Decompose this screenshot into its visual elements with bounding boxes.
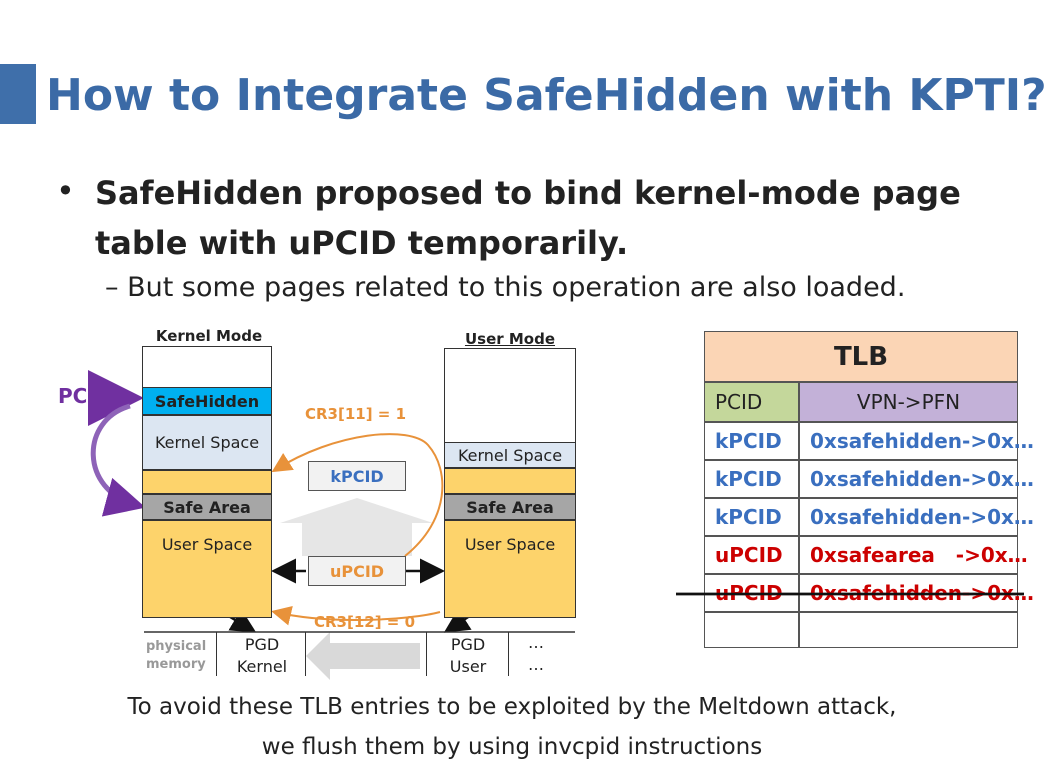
pgd-user-line2: User bbox=[449, 657, 487, 676]
tlb-row-3-mapping: 0xsafehidden->0x… bbox=[799, 498, 1034, 536]
tlb-row-6-pcid bbox=[704, 612, 799, 648]
tlb-row-3-pcid: kPCID bbox=[704, 498, 799, 536]
kernel-safe-area-region: Safe Area bbox=[142, 494, 272, 520]
switch-up-arrow bbox=[280, 498, 433, 556]
pc-label: PC bbox=[58, 384, 88, 408]
kernel-kernel-space-region: Kernel Space bbox=[142, 415, 272, 470]
memory-ellipsis-2: … bbox=[528, 655, 544, 674]
tlb-row-2-pcid: kPCID bbox=[704, 460, 799, 498]
user-user-space-region: User Space bbox=[444, 520, 576, 618]
user-mode-title: User Mode bbox=[464, 330, 556, 348]
kernel-safehidden-region: SafeHidden bbox=[142, 387, 272, 415]
sub-bullet: – But some pages related to this operati… bbox=[105, 272, 906, 303]
slide-title: How to Integrate SafeHidden with KPTI? bbox=[46, 70, 1047, 121]
cr3-clear-arrow bbox=[271, 605, 441, 626]
pgd-user-line1: PGD bbox=[450, 635, 486, 654]
cr3-set-label: CR3[11] = 1 bbox=[305, 405, 407, 423]
tlb-header-pcid: PCID bbox=[704, 382, 799, 422]
physical-memory-label: physical memory bbox=[146, 638, 206, 674]
tlb-title: TLB bbox=[704, 331, 1018, 382]
pc-jump-arrow bbox=[90, 403, 146, 517]
tlb-row-5-mapping: 0xsafehidden->0x… bbox=[799, 574, 1034, 612]
pgd-divider-4 bbox=[508, 632, 509, 676]
user-safe-area-region: Safe Area bbox=[444, 494, 576, 520]
bullet-marker: • bbox=[56, 172, 75, 210]
caption-line-2: we flush them by using invcpid instructi… bbox=[261, 734, 763, 760]
pgd-kernel-box: PGD Kernel bbox=[220, 634, 304, 678]
pgd-divider-1 bbox=[216, 632, 217, 676]
pgd-divider-3 bbox=[426, 632, 427, 676]
pgd-kernel-line2: Kernel bbox=[236, 657, 288, 676]
sub-bullet-text: But some pages related to this operation… bbox=[127, 272, 906, 303]
pgd-divider-2 bbox=[305, 632, 306, 676]
pgd-user-box: PGD User bbox=[428, 634, 508, 678]
tlb-header-mapping: VPN->PFN bbox=[799, 382, 1018, 422]
title-accent-bar bbox=[0, 64, 36, 124]
pgd-kernel-line1: PGD bbox=[244, 635, 280, 654]
memory-ellipsis-1: … bbox=[528, 633, 544, 652]
tlb-row-4-pcid: uPCID bbox=[704, 536, 799, 574]
tlb-row-1-pcid: kPCID bbox=[704, 422, 799, 460]
cr3-clear-label: CR3[12] = 0 bbox=[314, 613, 416, 631]
user-kernel-space-region: Kernel Space bbox=[444, 442, 576, 468]
upcid-box: uPCID bbox=[308, 556, 406, 586]
tlb-row-1-mapping: 0xsafehidden->0x… bbox=[799, 422, 1034, 460]
physical-memory-line2: memory bbox=[146, 657, 206, 672]
cr3-set-arrow bbox=[271, 433, 444, 557]
user-yellow-gap bbox=[444, 468, 576, 494]
tlb-row-2-mapping: 0xsafehidden->0x… bbox=[799, 460, 1034, 498]
caption-line-1: To avoid these TLB entries to be exploit… bbox=[127, 694, 897, 720]
tlb-row-4-mapping: 0xsafearea ->0x… bbox=[799, 536, 1028, 574]
kpcid-box: kPCID bbox=[308, 461, 406, 491]
switch-left-arrow bbox=[306, 632, 420, 680]
memory-ellipsis: … … bbox=[528, 632, 544, 676]
physical-memory-line1: physical bbox=[146, 639, 207, 654]
kernel-user-space-region: User Space bbox=[142, 520, 272, 618]
main-bullet: SafeHidden proposed to bind kernel-mode … bbox=[95, 174, 961, 262]
tlb-row-5-pcid: uPCID bbox=[704, 574, 799, 612]
kernel-yellow-gap bbox=[142, 470, 272, 494]
kernel-mode-title: Kernel Mode bbox=[155, 327, 263, 345]
tlb-row-6-mapping bbox=[799, 612, 1018, 648]
